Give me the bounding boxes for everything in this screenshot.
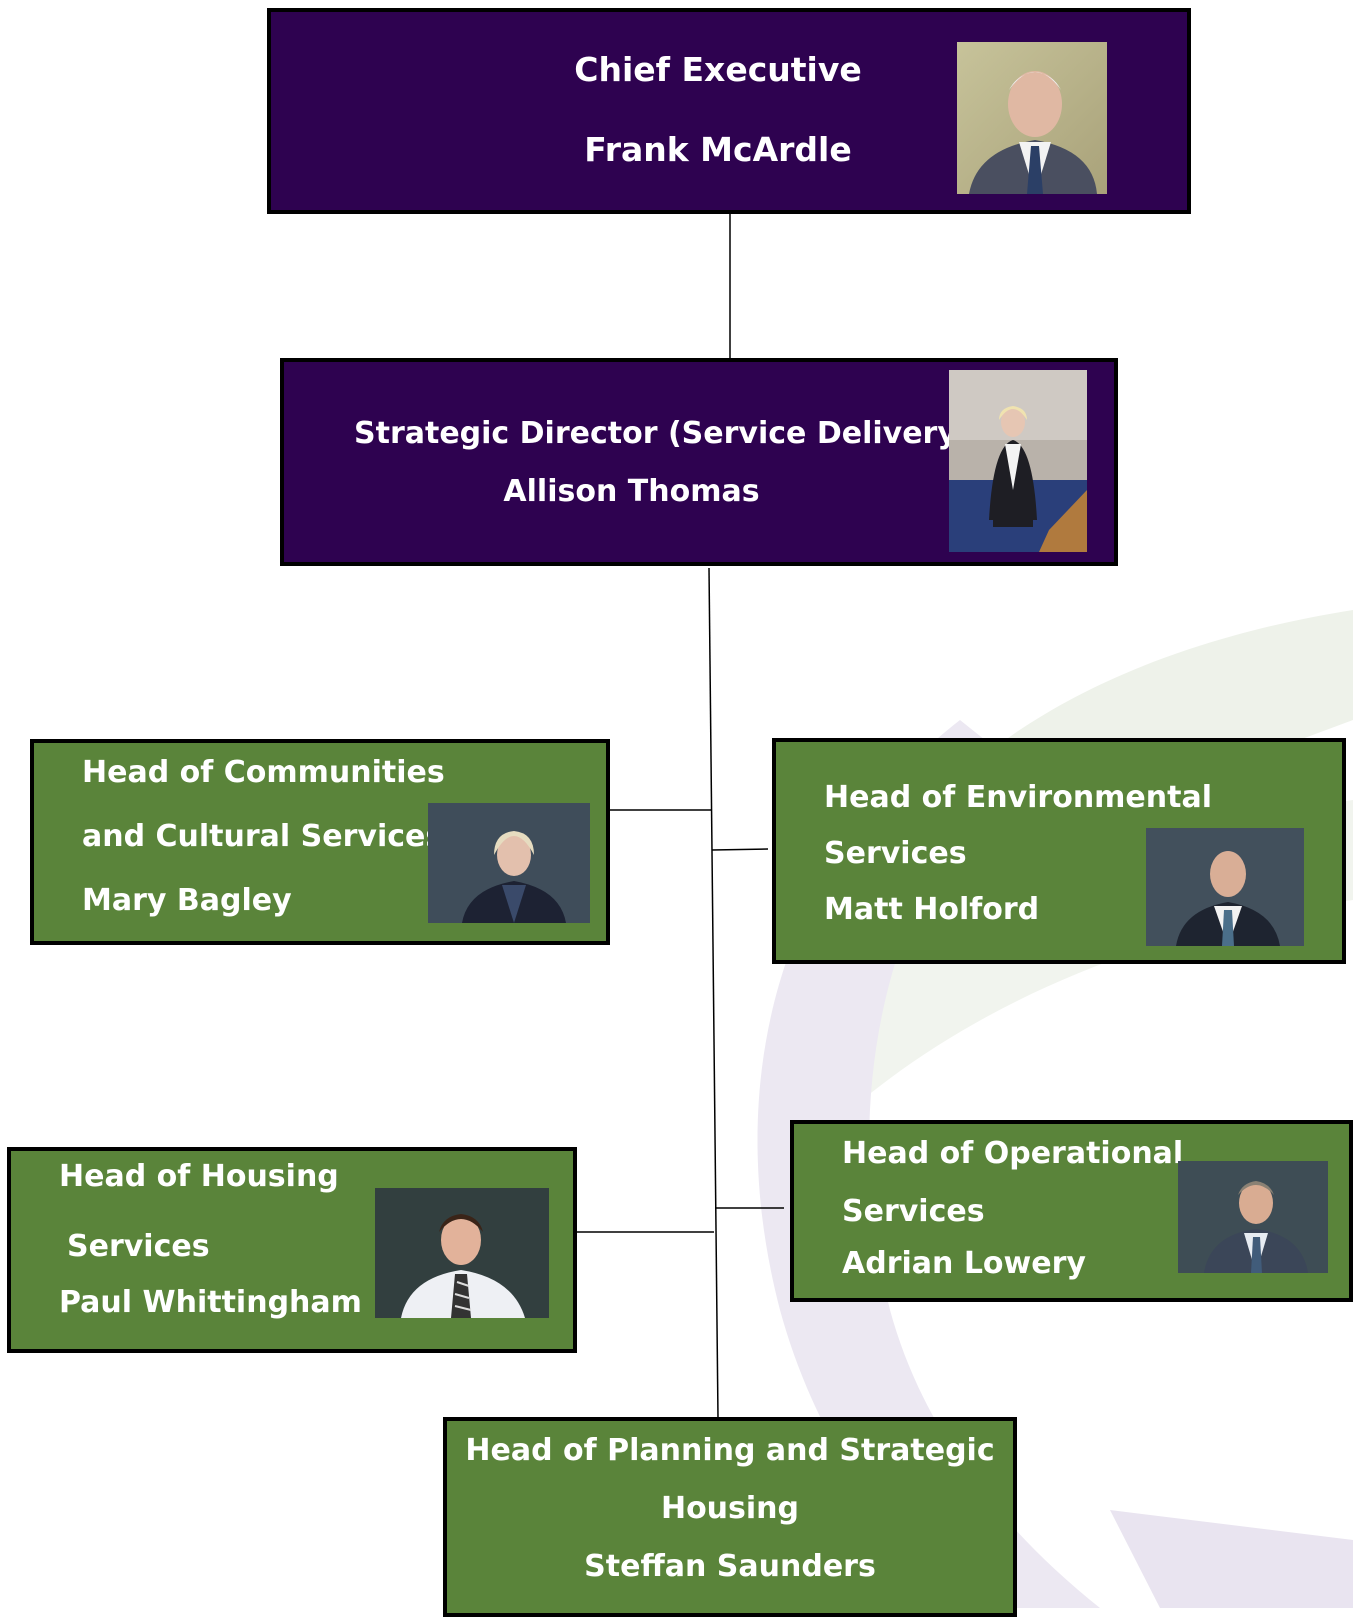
- head-communities-box: Head of Communities and Cultural Service…: [30, 739, 610, 945]
- head-housing-role-line2: Services: [67, 1229, 210, 1264]
- head-operational-box: Head of Operational Services Adrian Lowe…: [790, 1120, 1353, 1302]
- strategic-director-box: Strategic Director (Service Delivery) Al…: [280, 358, 1118, 566]
- head-operational-role-line2: Services: [842, 1194, 985, 1229]
- head-communities-photo: [428, 803, 590, 923]
- background-swoosh-purple-bottom: [1110, 1510, 1353, 1608]
- head-planning-role-line2: Housing: [660, 1491, 800, 1526]
- chief-executive-role: Chief Executive: [574, 50, 862, 89]
- chief-executive-box: Chief Executive Frank McArdle: [267, 8, 1191, 214]
- connector-to-environmental: [711, 848, 769, 851]
- connector-director-trunk: [708, 567, 719, 1419]
- head-environmental-role-line1: Head of Environmental: [824, 780, 1213, 815]
- head-operational-name: Adrian Lowery: [842, 1246, 1086, 1281]
- head-housing-box: Head of Housing Services Paul Whittingha…: [7, 1147, 577, 1353]
- head-operational-role-line1: Head of Operational: [842, 1136, 1184, 1171]
- head-communities-name: Mary Bagley: [82, 883, 292, 918]
- strategic-director-role: Strategic Director (Service Delivery): [354, 416, 971, 451]
- head-housing-role-line1: Head of Housing: [59, 1159, 339, 1194]
- strategic-director-photo: [949, 370, 1087, 552]
- head-planning-role-line1: Head of Planning and Strategic: [465, 1433, 995, 1468]
- head-planning-box: Head of Planning and Strategic Housing S…: [443, 1417, 1017, 1617]
- head-communities-role-line1: Head of Communities: [82, 755, 445, 790]
- head-environmental-name: Matt Holford: [824, 892, 1040, 927]
- head-environmental-box: Head of Environmental Services Matt Holf…: [772, 738, 1346, 964]
- chief-executive-name: Frank McArdle: [584, 130, 852, 169]
- head-planning-name: Steffan Saunders: [584, 1549, 876, 1584]
- head-housing-name: Paul Whittingham: [59, 1285, 362, 1320]
- head-environmental-photo: [1146, 828, 1304, 946]
- head-environmental-role-line2: Services: [824, 836, 967, 871]
- head-communities-role-line2: and Cultural Services: [82, 819, 444, 854]
- strategic-director-name: Allison Thomas: [503, 474, 760, 509]
- chief-executive-photo: [957, 42, 1107, 194]
- head-operational-photo: [1178, 1161, 1328, 1273]
- head-housing-photo: [375, 1188, 549, 1318]
